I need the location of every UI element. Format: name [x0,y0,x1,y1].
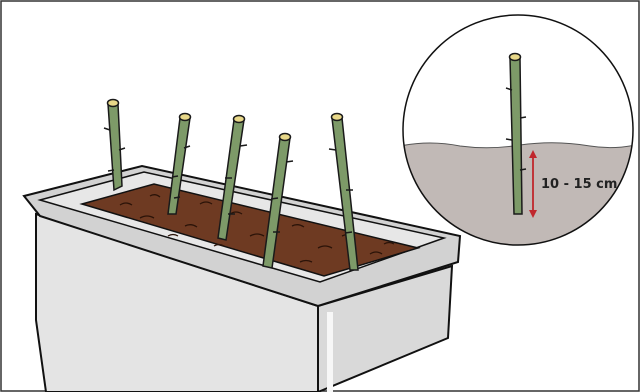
depth-label: 10 - 15 cm [541,177,617,192]
